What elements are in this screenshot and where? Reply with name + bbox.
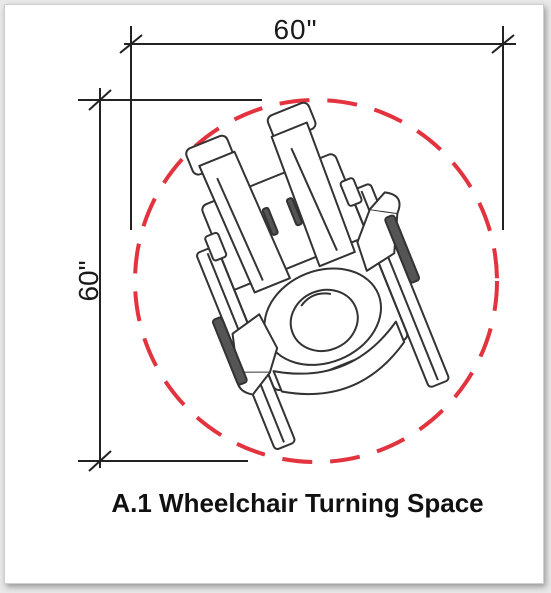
width-dimension-label: 60" xyxy=(273,14,318,45)
height-dimension-label: 60" xyxy=(73,260,104,302)
height-dimension xyxy=(78,88,262,472)
turning-circle xyxy=(133,98,499,464)
wheelchair-user-illustration xyxy=(185,101,450,450)
width-dimension xyxy=(119,26,516,230)
figure-caption: A.1 Wheelchair Turning Space xyxy=(111,488,484,518)
